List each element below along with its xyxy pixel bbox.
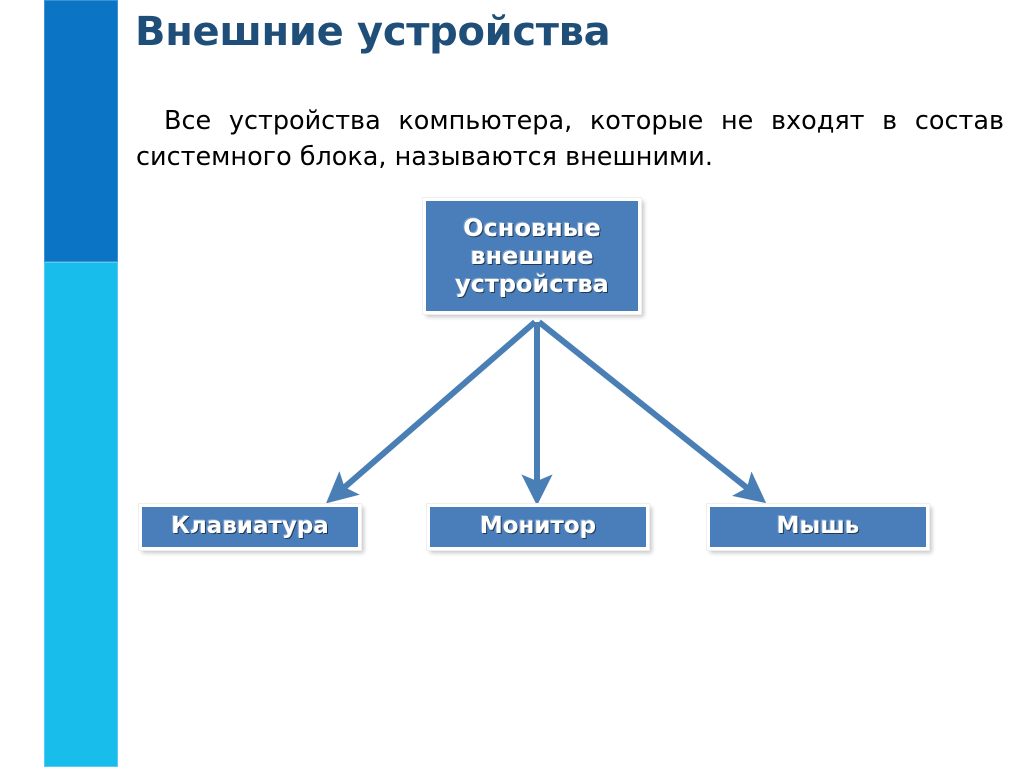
diagram-node-mouse-label: Мышь (776, 513, 860, 540)
accent-bar-top (44, 0, 118, 262)
diagram-node-mouse[interactable]: Мышь (706, 503, 930, 551)
accent-bar-bottom (44, 262, 118, 767)
diagram-node-monitor-label: Монитор (479, 513, 597, 540)
page-title: Внешние устройства (135, 9, 611, 55)
diagram-node-keyboard[interactable]: Клавиатура (138, 503, 362, 551)
diagram-node-monitor[interactable]: Монитор (426, 503, 650, 551)
diagram-node-keyboard-label: Клавиатура (171, 513, 329, 540)
diagram-node-root[interactable]: Основные внешние устройства (422, 197, 642, 315)
edge-root-to-keyboard (326, 319, 537, 504)
edge-root-to-mouse (537, 319, 767, 504)
diagram-node-root-label: Основные внешние устройства (455, 213, 609, 299)
body-paragraph: Все устройства компьютера, которые не вх… (136, 106, 1004, 173)
